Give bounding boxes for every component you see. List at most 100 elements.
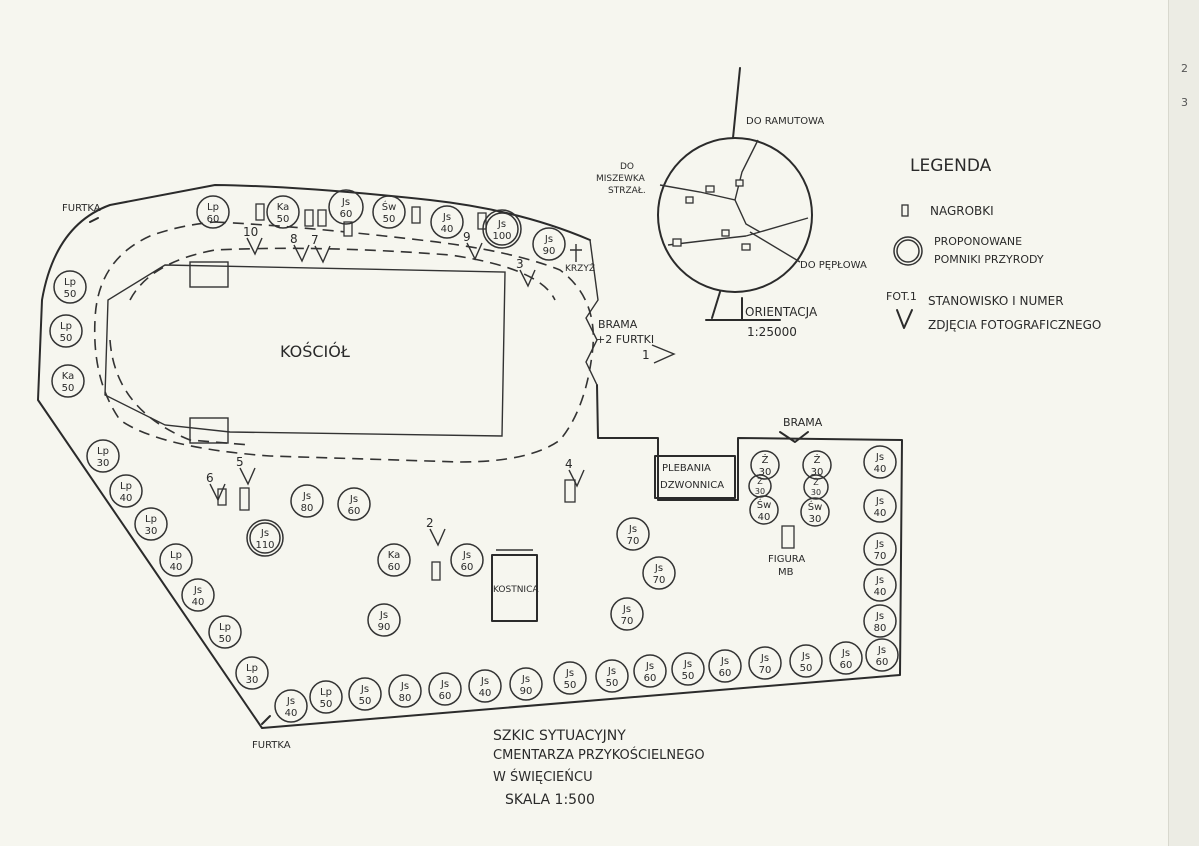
photo-arrow: [246, 237, 263, 256]
photo-point: 10: [243, 225, 263, 256]
tree-girth: 70: [874, 551, 887, 562]
tree-girth: 50: [320, 699, 333, 710]
tree-species: Js: [875, 496, 884, 507]
tree-circle-inner: [249, 522, 281, 554]
tree-species: Js: [875, 575, 884, 586]
east-gate-label: BRAMA: [783, 416, 823, 429]
tree-girth: 60: [840, 660, 853, 671]
tree-girth: 60: [388, 562, 401, 573]
tree-species: Js: [875, 452, 884, 463]
to-miszewko-label-2: MISZEWKA: [596, 174, 646, 184]
tree-species: Js: [622, 604, 631, 615]
tree-circle: [274, 689, 308, 723]
caption-line-1: SZKIC SYTUACYJNY: [493, 728, 626, 744]
church-path-inner: [129, 247, 556, 301]
tree-species: Js: [654, 563, 663, 574]
wicket-bottom-label: FURTKA: [252, 740, 291, 751]
tree-circle: [610, 597, 644, 631]
orientation-label: ORIENTACJA: [745, 305, 818, 319]
tree-species: Js: [521, 674, 530, 685]
tree-circle: [246, 519, 284, 557]
tree-species: Js: [645, 661, 654, 672]
tree-girth: 40: [441, 224, 454, 235]
tree-species: Js: [193, 585, 202, 596]
orientation-map: DO RAMUTOWA DO MISZEWKA STRZAŁ. DO PĘPŁO…: [596, 67, 867, 339]
tree-circle: [428, 672, 462, 706]
tree-girth: 50: [359, 696, 372, 707]
cemetery-boundary: [37, 184, 903, 729]
tree-girth: 70: [627, 536, 640, 547]
tree-species: Lp: [97, 446, 109, 457]
margin-mark: 3: [1181, 96, 1188, 109]
photo-number: 3: [516, 257, 524, 271]
tree-girth: 40: [874, 587, 887, 598]
tree-circle: [309, 680, 343, 714]
tree-species: Js: [302, 491, 311, 502]
legend-grave-symbol: [901, 204, 909, 217]
tree-girth: 30: [97, 458, 110, 469]
photo-number: 5: [236, 455, 244, 469]
tree-circle: [109, 474, 143, 508]
wicket-top-label: FURTKA: [62, 203, 101, 214]
grave: [564, 479, 576, 503]
map-house: [705, 185, 715, 193]
map-house: [685, 196, 694, 204]
grave: [411, 206, 421, 224]
grave: [477, 212, 487, 230]
tree-species: Js: [497, 219, 506, 230]
to-ramutowo-label: DO RAMUTOWA: [746, 116, 824, 127]
to-peplowo-label: DO PĘPŁOWA: [800, 260, 867, 271]
tree-girth: 60: [348, 506, 361, 517]
tree-species: Js: [286, 696, 295, 707]
caption-line-2: CMENTARZA PRZYKOŚCIELNEGO: [493, 747, 705, 763]
tree-girth: 50: [277, 214, 290, 225]
tree-circle: [482, 209, 522, 249]
grave: [255, 203, 265, 221]
tree-species: Js: [462, 550, 471, 561]
legend-photo-symbol: FOT.1: [886, 290, 917, 303]
rectory-label: PLEBANIA: [662, 463, 711, 474]
tree-species: Lp: [64, 277, 76, 288]
photo-number: 1: [642, 348, 650, 362]
legend-trees-label-2: POMNIKI PRZYRODY: [934, 253, 1044, 266]
legend-tree-symbol: [893, 236, 923, 266]
tree-circle: [865, 638, 899, 672]
photo-arrow: [314, 245, 331, 264]
tree-circle: [468, 669, 502, 703]
cross-label: KRZYŻ: [565, 263, 595, 274]
tree-girth: 90: [378, 622, 391, 633]
tree-circle: [863, 532, 897, 566]
photo-arrow: [429, 528, 446, 547]
tree-girth: 50: [64, 289, 77, 300]
tree-circle: [750, 450, 780, 480]
tree-species: Ż: [757, 476, 763, 486]
map-house: [735, 179, 744, 187]
tree-girth: 60: [461, 562, 474, 573]
tree-species: Św: [382, 200, 397, 213]
tree-species: Lp: [219, 622, 231, 633]
tree-species: Lp: [170, 550, 182, 561]
tree-circle: [181, 578, 215, 612]
grave: [304, 209, 314, 227]
photo-point: 6: [206, 471, 226, 502]
graves: [217, 203, 576, 581]
tree-circle: [829, 641, 863, 675]
tree-girth: 80: [874, 623, 887, 634]
south-scale-bar: [705, 297, 781, 321]
tree-monument: Ż30: [802, 450, 832, 480]
tree-girth: 30: [145, 526, 158, 537]
